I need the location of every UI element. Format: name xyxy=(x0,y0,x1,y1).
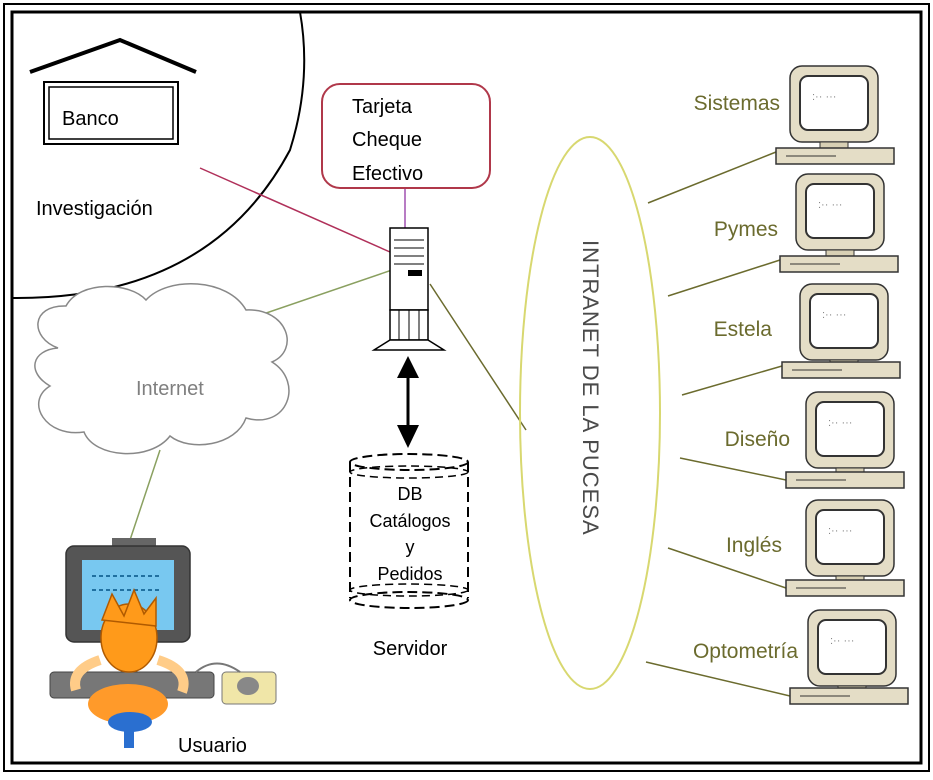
user-label: Usuario xyxy=(178,735,247,757)
workstation-icon: :·· ··· xyxy=(779,173,899,273)
workstation-icon: :·· ··· xyxy=(785,391,905,489)
intranet-link-estela xyxy=(681,365,783,396)
workstation-icon: :·· ··· xyxy=(775,65,895,165)
svg-text::·· ···: :·· ··· xyxy=(828,417,852,429)
user-at-computer-icon xyxy=(49,538,277,748)
intranet-link-pymes xyxy=(667,259,781,297)
intranet-link-sistemas xyxy=(647,151,777,204)
svg-text::·· ···: :·· ··· xyxy=(818,199,842,211)
department-label-optometria: Optometría xyxy=(693,640,798,663)
svg-text::·· ···: :·· ··· xyxy=(812,91,836,103)
intranet-ellipse xyxy=(519,136,661,690)
payment-line-cheque: Cheque xyxy=(352,129,422,151)
payment-line-tarjeta: Tarjeta xyxy=(352,96,413,118)
intranet-link-optometria xyxy=(645,661,791,697)
department-label-ingles: Inglés xyxy=(726,534,782,557)
workstation-icon: :·· ··· xyxy=(789,609,909,705)
department-label-estela: Estela xyxy=(714,318,773,341)
bank-label: Banco xyxy=(62,108,119,130)
intranet-link-ingles xyxy=(667,547,787,589)
double-arrow-icon xyxy=(397,356,419,448)
investigation-label: Investigación xyxy=(36,198,153,220)
payment-methods-box xyxy=(321,83,491,189)
database-line-pedidos: Pedidos xyxy=(377,564,442,584)
internet-label: Internet xyxy=(136,378,204,400)
payment-line-efectivo: Efectivo xyxy=(352,163,423,185)
intranet-link-diseno xyxy=(679,457,787,481)
database-cylinder-icon xyxy=(349,453,469,609)
svg-text::·· ···: :·· ··· xyxy=(828,525,852,537)
server-intranet-link xyxy=(429,283,527,431)
internet-cloud-icon xyxy=(34,283,290,455)
department-label-sistemas: Sistemas xyxy=(694,92,780,115)
intranet-label: INTRANET DE LA PUCESA xyxy=(578,240,603,536)
bank-server-link xyxy=(199,167,391,253)
department-label-diseno: Diseño xyxy=(725,428,790,451)
workstations-group: :·· ··· Sistemas :·· ··· Pymes :·· ··· Estela… xyxy=(645,65,909,705)
svg-text::·· ···: :·· ··· xyxy=(830,635,854,647)
server-tower-icon xyxy=(371,227,447,351)
workstation-icon: :·· ··· xyxy=(781,283,901,379)
department-label-pymes: Pymes xyxy=(714,218,778,241)
database-line-y: y xyxy=(406,537,415,557)
workstation-icon: :·· ··· xyxy=(785,499,905,597)
bank-house-icon xyxy=(29,37,197,145)
inner-frame xyxy=(10,10,923,765)
server-label: Servidor xyxy=(373,638,448,660)
database-line-catalogos: Catálogos xyxy=(369,511,450,531)
svg-text::·· ···: :·· ··· xyxy=(822,309,846,321)
database-line-db: DB xyxy=(397,484,422,504)
internet-user-link xyxy=(129,449,161,541)
